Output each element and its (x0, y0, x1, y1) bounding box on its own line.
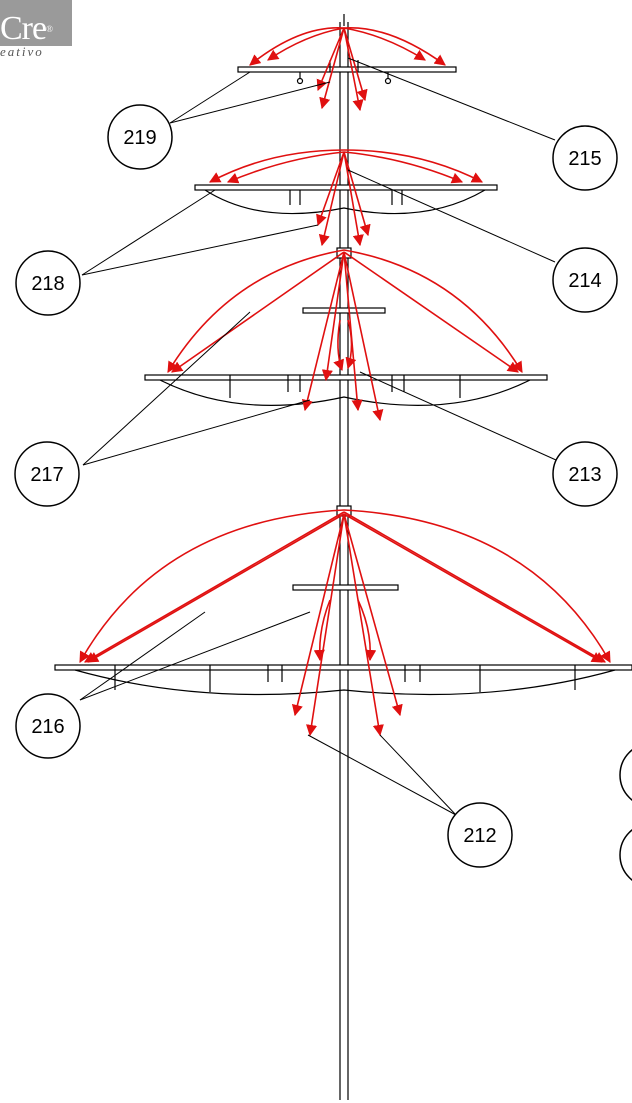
callout-215: 215 (552, 125, 618, 191)
svg-text:217: 217 (30, 464, 63, 486)
logo: Cre® eativo (0, 0, 72, 60)
tier-4-arrows (79, 509, 611, 737)
callout-partial-right-2 (619, 829, 632, 881)
callout-213: 213 (552, 441, 618, 507)
callout-partial-right-1 (619, 749, 632, 801)
callout-216: 216 (15, 693, 81, 759)
logo-background (0, 0, 72, 46)
leader-lines (79, 57, 557, 816)
tier-3-arrows (167, 249, 523, 422)
svg-text:212: 212 (463, 825, 496, 847)
tier-2-arm (194, 184, 498, 215)
svg-text:214: 214 (568, 270, 601, 292)
callout-218: 218 (15, 250, 81, 316)
svg-text:218: 218 (31, 273, 64, 295)
callout-214: 214 (552, 247, 618, 313)
logo-subtext: eativo (0, 44, 44, 59)
tier-1-arrows (249, 27, 446, 112)
svg-text:215: 215 (568, 148, 601, 170)
callout-219: 219 (107, 104, 173, 170)
svg-text:213: 213 (568, 464, 601, 486)
callout-217: 217 (14, 441, 80, 507)
central-mast (339, 14, 349, 1100)
tier-2-arrows (209, 149, 483, 247)
callout-212: 212 (447, 802, 513, 868)
tier-4-arm (54, 505, 632, 696)
tier-1-arm (237, 60, 457, 85)
logo-text: Cre® (0, 10, 53, 47)
svg-text:219: 219 (123, 127, 156, 149)
svg-text:216: 216 (31, 716, 64, 738)
